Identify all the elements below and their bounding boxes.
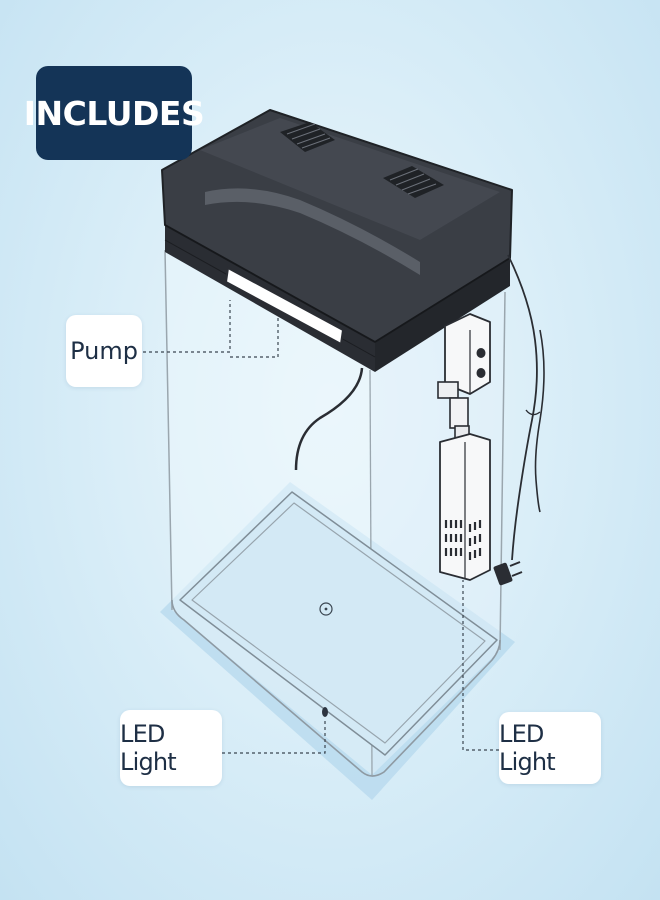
pump-leader-line [143,300,231,353]
includes-badge: INCLUDES [24,66,205,160]
lid-light-strip [224,266,345,346]
callout-led-light-left: LED Light [120,710,222,786]
power-cord [294,367,364,471]
bottom-plate [179,491,498,756]
callout-led-light-right: LED Light [499,712,601,784]
led-left-leader-line [222,718,326,754]
leader-lines [143,300,499,754]
pump-leader-line [230,318,279,358]
external-cord [534,329,545,513]
drain-hole-icon [319,602,333,616]
led-light-spot [322,707,328,717]
led-right-leader-line [462,580,499,751]
power-plug-icon [493,561,523,586]
vent-grille-icon [383,166,444,198]
air-pump-icon [437,313,491,581]
callout-pump: Pump [66,315,142,387]
external-cord [507,254,538,561]
vent-grille-icon [280,122,335,152]
